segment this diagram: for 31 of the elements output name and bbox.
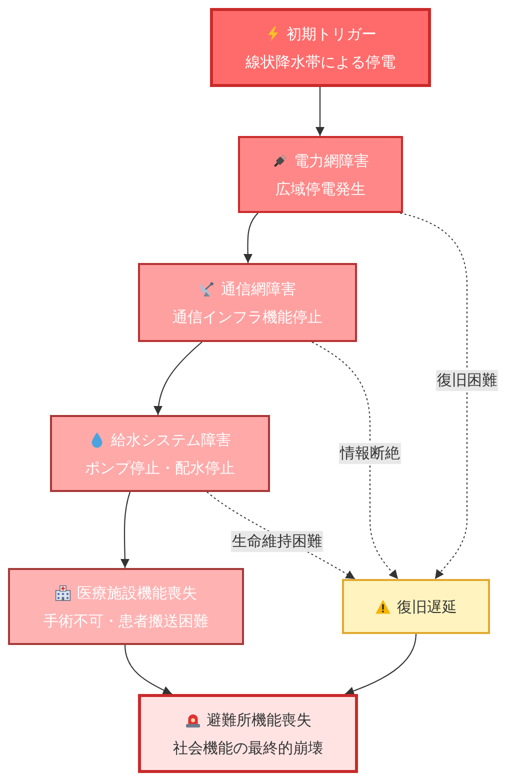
heading: 通信網障害 <box>221 278 296 300</box>
description: 手術不可・患者搬送困難 <box>44 610 208 632</box>
description: 広域停電発生 <box>276 178 366 200</box>
process-box <box>138 263 357 342</box>
heading: 避難所機能喪失 <box>206 710 312 730</box>
process-box <box>8 568 244 645</box>
arrow <box>316 87 324 136</box>
arrow <box>154 342 202 416</box>
dotted-arrow <box>400 212 468 580</box>
edge-label: 情報断絶 <box>339 443 401 464</box>
arrow <box>120 492 131 568</box>
dotted-arrow <box>312 342 398 580</box>
description: 通信インフラ機能停止 <box>172 306 322 328</box>
heading: 初期トリガー <box>286 24 376 44</box>
arrow <box>124 644 172 694</box>
process-box <box>210 8 431 87</box>
arrow <box>243 212 258 263</box>
heading: 復旧遅延 <box>397 596 457 618</box>
heading: 給水システム障害 <box>111 430 231 450</box>
description: ポンプ停止・配水停止 <box>85 458 235 478</box>
description: 線状降水帯による停電 <box>246 52 396 72</box>
heading: 医療施設機能喪失 <box>77 582 197 604</box>
process-box <box>342 579 490 634</box>
arrow <box>344 634 417 696</box>
description: 社会機能の最終的崩壊 <box>173 738 323 758</box>
heading: 電力網障害 <box>294 150 369 172</box>
edge-label: 復旧困難 <box>436 370 498 391</box>
edge-label: 生命維持困難 <box>231 531 323 552</box>
process-box <box>238 136 403 213</box>
process-box <box>138 694 358 773</box>
process-box <box>50 415 270 492</box>
